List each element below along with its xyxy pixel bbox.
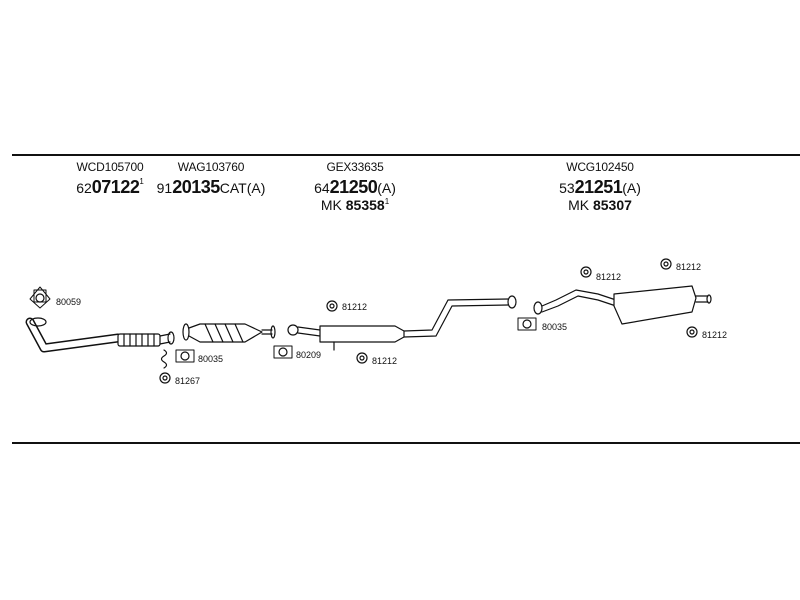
gasket-icon (29, 286, 51, 309)
header-part-number: 62071221 (76, 177, 144, 197)
part-label: 80035 (198, 354, 223, 364)
part-label: 80059 (56, 297, 81, 307)
header-code: GEX33635 (326, 160, 384, 174)
header-code: WAG103760 (177, 160, 245, 174)
rubber-mount-icon (326, 300, 368, 364)
header-mounting-kit: MK 85307 (568, 197, 632, 213)
header-middle-silencer: GEX33635 6421250(A) MK 853581 (290, 161, 420, 212)
part-label: 80035 (542, 322, 567, 332)
rubber-mount-icon (580, 258, 698, 338)
bottom-rule (12, 442, 800, 444)
part-label: 81212 (676, 262, 701, 272)
header-front-pipe: WCD105700 62071221 (50, 161, 170, 196)
spring-icon (160, 349, 168, 369)
front-pipe (25, 317, 175, 353)
gasket-icon (175, 349, 195, 363)
bolt-icon (159, 372, 171, 384)
header-mounting-kit: MK 853581 (320, 197, 390, 213)
part-label: 81212 (342, 302, 367, 312)
header-code: WCD105700 (76, 160, 144, 174)
part-label: 81212 (596, 272, 621, 282)
part-label: 80209 (296, 350, 321, 360)
part-label: 81212 (372, 356, 397, 366)
header-rear-silencer: WCG102450 5321251(A) MK 85307 (535, 161, 665, 212)
header-part-number: 5321251(A) (559, 177, 641, 197)
header-part-number: 6421250(A) (314, 177, 396, 197)
header-catalyst: WAG103760 9120135CAT(A) (146, 161, 276, 196)
header-part-number: 9120135CAT(A) (156, 177, 266, 197)
gasket-icon (517, 317, 537, 331)
middle-silencer (287, 295, 517, 343)
top-rule (12, 154, 800, 156)
part-label: 81212 (702, 330, 727, 340)
gasket-icon (273, 345, 293, 359)
rear-silencer (533, 285, 712, 325)
catalytic-converter (182, 323, 276, 343)
header-code: WCG102450 (566, 160, 634, 174)
part-label: 81267 (175, 376, 200, 386)
